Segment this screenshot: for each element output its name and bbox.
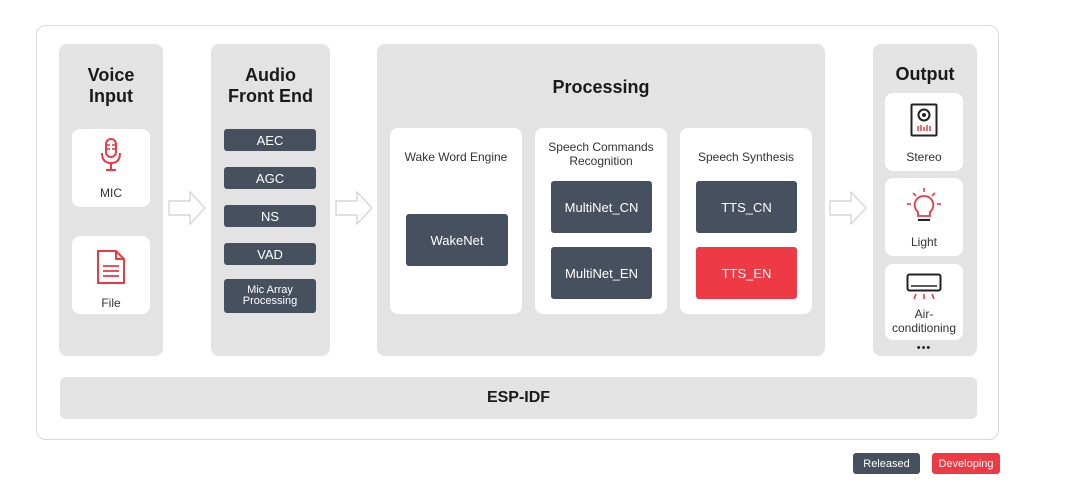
vad-chip: VAD [224,243,316,265]
processing-title: Processing [552,77,650,97]
document-icon [97,250,125,284]
speech-commands-title: Speech Commands Recognition [548,140,654,168]
ns-chip: NS [224,205,316,227]
legend-developing: Developing [932,453,1000,474]
multinet-cn-chip: MultiNet_CN [551,181,652,233]
speaker-icon [910,103,938,137]
tts-cn-chip: TTS_CN [696,181,797,233]
air-conditioning-label: Air- conditioning [891,307,957,335]
speech-synthesis-title: Speech Synthesis [697,150,795,164]
mic-array-processing-chip: Mic Array Processing [224,279,316,313]
stereo-label: Stereo [906,150,942,164]
audio-front-end-title: Audio Front End [228,65,313,106]
air-conditioning-card: Air- conditioning [885,264,963,340]
light-card: Light [885,178,963,256]
wake-word-title: Wake Word Engine [404,150,508,164]
flow-arrow-icon [829,191,867,225]
stereo-card: Stereo [885,93,963,171]
agc-chip: AGC [224,167,316,189]
light-label: Light [910,235,938,249]
mic-label: MIC [100,186,122,200]
flow-arrow-icon [168,191,206,225]
aec-chip: AEC [224,129,316,151]
air-conditioner-icon [906,273,942,300]
multinet-en-chip: MultiNet_EN [551,247,652,299]
microphone-icon [101,138,121,171]
mic-card: MIC [72,129,150,207]
legend-released: Released [853,453,920,474]
file-label: File [101,296,121,310]
light-bulb-icon [907,188,941,221]
voice-input-title: Voice Input [87,65,135,106]
esp-idf-bar: ESP-IDF [60,377,977,419]
wakenet-chip: WakeNet [406,214,508,266]
flow-arrow-icon [335,191,373,225]
more-indicator: ••• [916,342,932,354]
tts-en-chip: TTS_EN [696,247,797,299]
output-title: Output [895,64,955,84]
file-card: File [72,236,150,314]
